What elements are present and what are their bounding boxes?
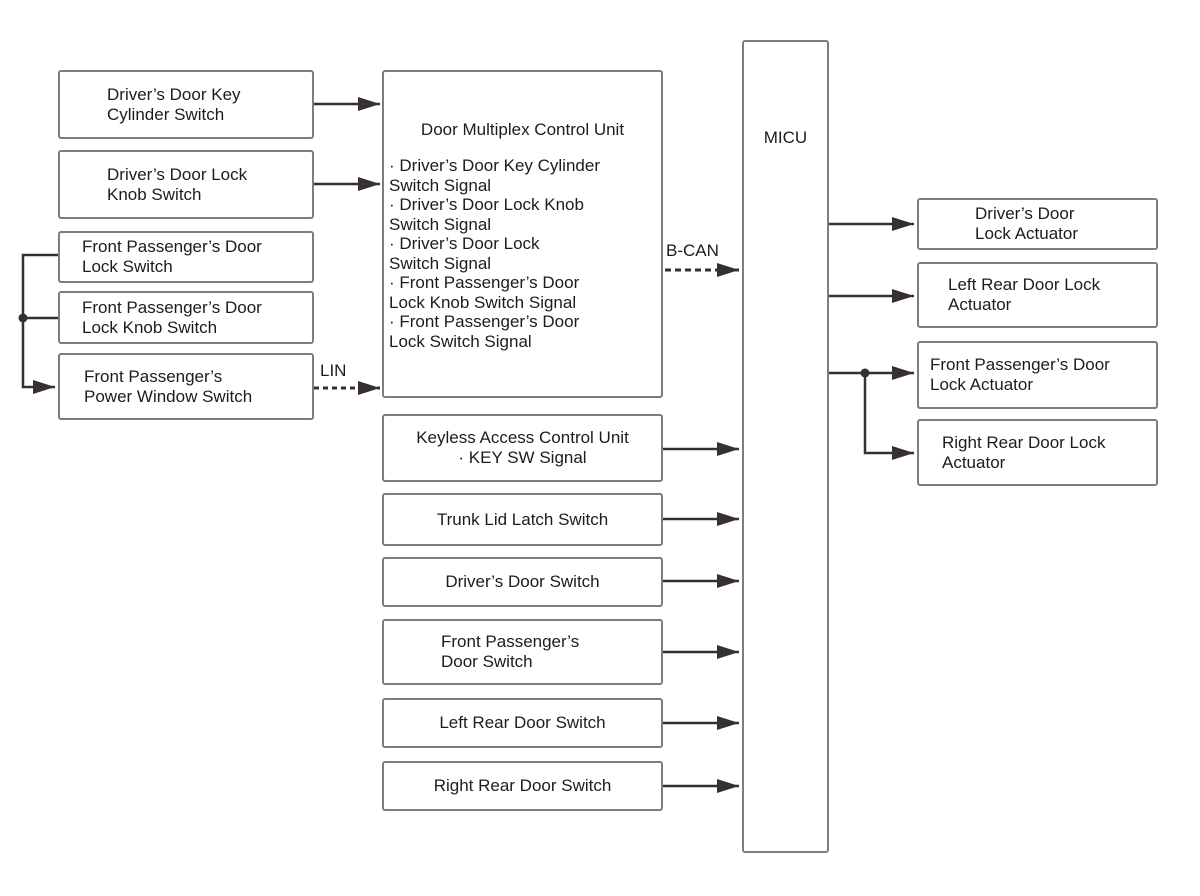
node-label: Front Passenger’s [441, 632, 580, 651]
signal-line: · Front Passenger’s Door [389, 273, 580, 292]
node-label: Front Passenger’s Door [82, 237, 262, 256]
node-front-passenger-door-lock-actuator: Front Passenger’s Door Lock Actuator [917, 341, 1158, 409]
node-door-multiplex-control-unit: Door Multiplex Control Unit · Driver’s D… [382, 70, 663, 398]
node-label: Left Rear Door Switch [439, 713, 606, 732]
node-front-passenger-door-lock-knob-switch: Front Passenger’s Door Lock Knob Switch [58, 291, 314, 344]
signal-line: Lock Switch Signal [389, 331, 532, 351]
bus-fp-switches [21, 253, 58, 394]
junction-dot-left [18, 313, 28, 323]
node-keyless-access-control-unit: Keyless Access Control Unit · KEY SW Sig… [382, 414, 663, 482]
node-driver-door-lock-actuator: Driver’s Door Lock Actuator [917, 198, 1158, 250]
node-driver-door-switch: Driver’s Door Switch [382, 557, 663, 607]
node-front-passenger-power-window-switch: Front Passenger’s Power Window Switch [58, 353, 314, 420]
node-label: Cylinder Switch [107, 104, 225, 124]
node-label: Trunk Lid Latch Switch [436, 509, 609, 529]
signal-line: Switch Signal [389, 214, 492, 234]
node-label: Knob Switch [107, 184, 202, 204]
signal-line: · Driver’s Door Lock [389, 234, 540, 253]
b-can-bus-label: B-CAN [666, 241, 719, 260]
node-label: Front Passenger’s Door [930, 355, 1110, 374]
signal-line: Switch Signal [389, 175, 492, 195]
node-label: Actuator [942, 452, 1006, 472]
node-label: Right Rear Door Lock [942, 432, 1106, 452]
node-label: Lock Actuator [975, 224, 1079, 243]
node-label: Driver’s Door Switch [445, 572, 600, 591]
arrow-branch-to-right-rear-actuator [863, 373, 914, 460]
node-label: Driver’s Door Lock [107, 164, 248, 184]
node-label: Front Passenger’s [84, 366, 223, 386]
node-left-rear-door-switch: Left Rear Door Switch [382, 698, 663, 748]
junction-dot-right [860, 368, 870, 378]
node-label: Left Rear Door Lock [948, 275, 1101, 294]
node-front-passenger-door-lock-switch: Front Passenger’s Door Lock Switch [58, 231, 314, 283]
node-label: Lock Knob Switch [82, 317, 218, 337]
node-label: Lock Switch [82, 257, 173, 276]
node-driver-door-key-cylinder-switch: Driver’s Door Key Cylinder Switch [58, 70, 314, 139]
node-right-rear-door-switch: Right Rear Door Switch [382, 761, 663, 811]
node-label: Right Rear Door Switch [433, 776, 612, 795]
node-title: Door Multiplex Control Unit [420, 120, 625, 139]
node-label: Driver’s Door Key [107, 84, 241, 104]
lin-bus-label: LIN [320, 361, 347, 380]
signal-line: Lock Knob Switch Signal [389, 292, 577, 312]
node-trunk-lid-latch-switch: Trunk Lid Latch Switch [382, 493, 663, 546]
node-label: MICU [763, 128, 808, 147]
node-label: Front Passenger’s Door [82, 297, 262, 317]
signal-line: Switch Signal [389, 253, 492, 273]
node-right-rear-door-lock-actuator: Right Rear Door Lock Actuator [917, 419, 1158, 486]
node-label: Lock Actuator [930, 375, 1034, 394]
node-left-rear-door-lock-actuator: Left Rear Door Lock Actuator [917, 262, 1158, 328]
node-label: Keyless Access Control Unit [416, 428, 629, 447]
signal-line: · Driver’s Door Key Cylinder [389, 156, 600, 175]
node-front-passenger-door-switch: Front Passenger’s Door Switch [382, 619, 663, 685]
node-label: Power Window Switch [84, 386, 253, 406]
node-label: · KEY SW Signal [458, 448, 587, 467]
signal-line: · Front Passenger’s Door [389, 312, 580, 331]
node-label: Actuator [948, 295, 1012, 314]
node-label: Door Switch [441, 652, 533, 671]
node-driver-door-lock-knob-switch: Driver’s Door Lock Knob Switch [58, 150, 314, 219]
signal-line: · Driver’s Door Lock Knob [389, 195, 584, 214]
node-label: Driver’s Door [975, 204, 1075, 223]
node-micu: MICU [742, 40, 829, 853]
signal-list: · Driver’s Door Key Cylinder Switch Sign… [384, 156, 661, 351]
